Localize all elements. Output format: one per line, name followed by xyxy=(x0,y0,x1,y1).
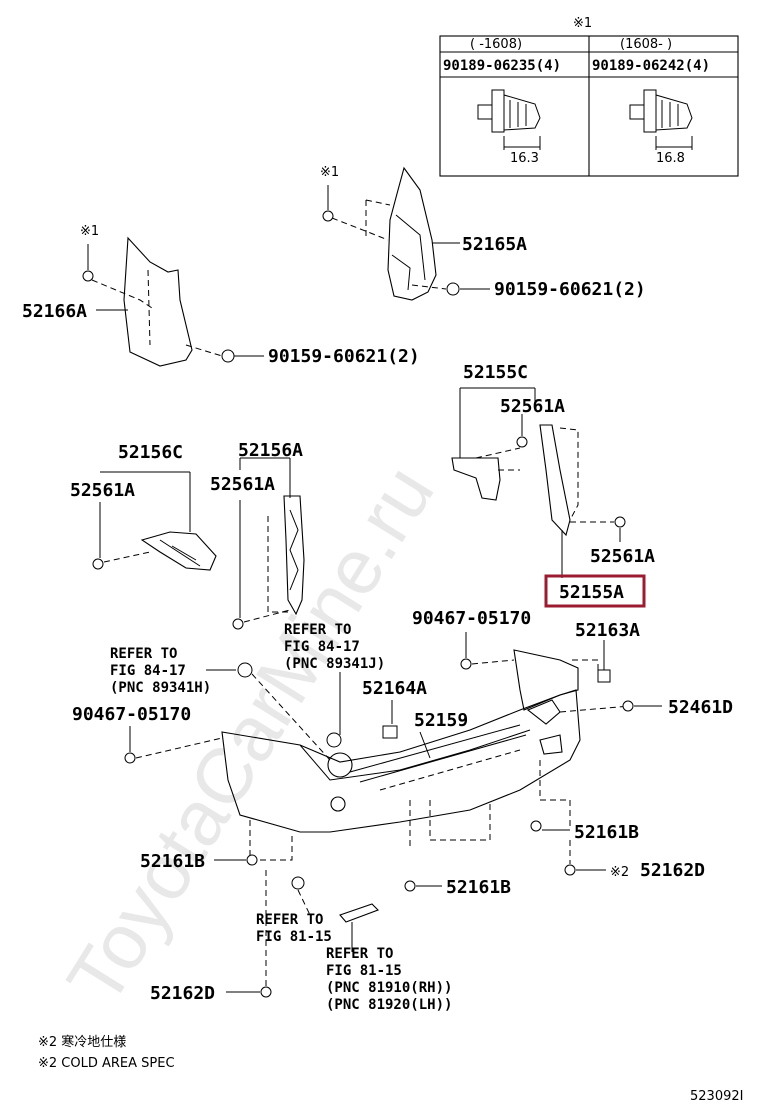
bolt-icon xyxy=(291,876,305,890)
ref1-line3[interactable]: (PNC 89341J) xyxy=(284,656,385,672)
label-52561A-c[interactable]: 52561A xyxy=(210,474,275,495)
label-52156C[interactable]: 52156C xyxy=(118,442,183,463)
table-col1-dim: 16.3 xyxy=(510,151,539,166)
highlight-box xyxy=(544,574,646,608)
clip-icon xyxy=(629,89,693,150)
clip-icon xyxy=(82,270,94,282)
retainer-52156C-drawing xyxy=(92,471,217,571)
bolt-icon xyxy=(622,700,634,712)
ref4-line2[interactable]: FIG 81-15 xyxy=(326,963,402,979)
clip-icon xyxy=(260,986,272,998)
clip-icon xyxy=(404,880,416,892)
ref4-line3[interactable]: (PNC 81910(RH)) xyxy=(326,980,452,996)
retainer-52155C-drawing xyxy=(451,387,626,578)
label-90159-60621-b[interactable]: 90159-60621(2) xyxy=(268,346,420,367)
clip-icon xyxy=(530,820,542,832)
table-col1-range: ( -1608) xyxy=(470,37,522,52)
screw-icon xyxy=(516,436,528,448)
bracket-52166A-drawing: ※1 xyxy=(80,224,264,367)
label-52561A-d[interactable]: 52561A xyxy=(590,546,655,567)
label-52155A[interactable]: 52155A xyxy=(559,582,624,603)
ref1-line2[interactable]: FIG 84-17 xyxy=(284,639,360,655)
ref3-line2[interactable]: FIG 81-15 xyxy=(256,929,332,945)
sensor-icon xyxy=(326,732,342,748)
table-col2-dim: 16.8 xyxy=(656,151,685,166)
table-note-mark: ※1 xyxy=(573,16,592,31)
ref2-line1[interactable]: REFER TO xyxy=(110,646,177,662)
reflector-icon xyxy=(339,903,379,923)
bolt-icon xyxy=(446,282,460,296)
screw-icon xyxy=(92,558,104,570)
figure-id: 523092I xyxy=(690,1089,743,1104)
reference-fig-84-17-j: REFER TO FIG 84-17 (PNC 89341J) xyxy=(284,622,385,735)
label-52165A[interactable]: 52165A xyxy=(462,234,527,255)
clip-icon xyxy=(564,864,576,876)
table-col2-part[interactable]: 90189-06242(4) xyxy=(592,58,710,74)
bumper-cover-drawing xyxy=(221,649,631,861)
footnote-jp: ※2 寒冷地仕様 xyxy=(38,1034,126,1050)
ref2-line2[interactable]: FIG 84-17 xyxy=(110,663,186,679)
cap-icon xyxy=(382,725,398,739)
table-col1-part[interactable]: 90189-06235(4) xyxy=(443,58,561,74)
mark-1b: ※1 xyxy=(80,224,99,239)
clip-icon xyxy=(322,210,334,222)
label-52155C[interactable]: 52155C xyxy=(463,362,528,383)
label-52159[interactable]: 52159 xyxy=(414,710,468,731)
reference-fig-81-15-b: REFER TO FIG 81-15 (PNC 81910(RH)) (PNC … xyxy=(326,946,452,1013)
label-90467-05170-a[interactable]: 90467-05170 xyxy=(412,608,531,629)
label-52161B-c[interactable]: 52161B xyxy=(446,877,511,898)
label-52162D-a[interactable]: 52162D xyxy=(640,860,705,881)
clip-icon xyxy=(246,854,258,866)
ref1-line1[interactable]: REFER TO xyxy=(284,622,351,638)
table-col2-range: (1608- ) xyxy=(620,37,672,52)
ref3-line1[interactable]: REFER TO xyxy=(256,912,323,928)
label-52164A[interactable]: 52164A xyxy=(362,678,427,699)
screw-icon xyxy=(614,516,626,528)
label-90159-60621-a[interactable]: 90159-60621(2) xyxy=(494,279,646,300)
clip-icon xyxy=(460,658,472,670)
label-52166A[interactable]: 52166A xyxy=(22,301,87,322)
clip-icon xyxy=(124,752,136,764)
label-90467-05170-b[interactable]: 90467-05170 xyxy=(72,704,191,725)
ref4-line4[interactable]: (PNC 81920(LH)) xyxy=(326,997,452,1013)
label-52162D-b[interactable]: 52162D xyxy=(150,983,215,1004)
label-52161B-b[interactable]: 52161B xyxy=(140,851,205,872)
ref2-line3[interactable]: (PNC 89341H) xyxy=(110,680,211,696)
label-52163A[interactable]: 52163A xyxy=(575,620,640,641)
ref4-line1[interactable]: REFER TO xyxy=(326,946,393,962)
fastener-table: ※1 ( -1608) (1608- ) 90189-06235(4) 9018… xyxy=(439,16,739,177)
label-52461D[interactable]: 52461D xyxy=(668,697,733,718)
mark-2: ※2 xyxy=(610,865,629,880)
footnote-en: ※2 COLD AREA SPEC xyxy=(38,1056,175,1071)
label-52156A[interactable]: 52156A xyxy=(238,440,303,461)
retainer-52156A-drawing xyxy=(232,457,305,630)
reference-fig-81-15-a: REFER TO FIG 81-15 xyxy=(256,912,332,945)
sensor-icon xyxy=(237,662,253,678)
cap-icon xyxy=(597,669,611,683)
bracket-52165A-drawing: ※1 xyxy=(320,165,490,301)
reference-fig-84-17-h: REFER TO FIG 84-17 (PNC 89341H) xyxy=(110,646,331,761)
label-52561A-a[interactable]: 52561A xyxy=(500,396,565,417)
label-52561A-b[interactable]: 52561A xyxy=(70,480,135,501)
bolt-icon xyxy=(221,349,235,363)
clip-icon xyxy=(477,89,541,150)
screw-icon xyxy=(232,618,244,630)
mark-1a: ※1 xyxy=(320,165,339,180)
label-52161B-a[interactable]: 52161B xyxy=(574,822,639,843)
